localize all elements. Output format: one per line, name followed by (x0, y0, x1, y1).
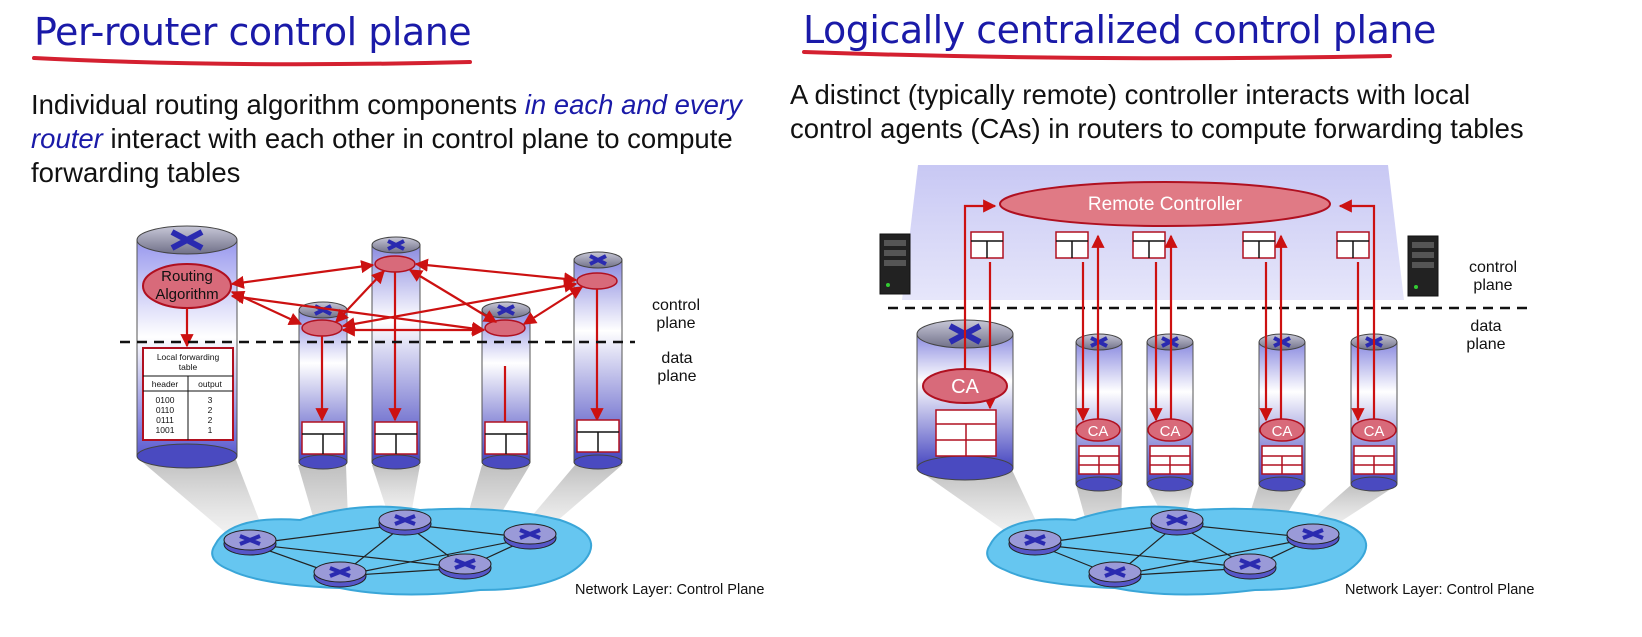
router-2-algo (301, 319, 343, 337)
ca-label: CA (1364, 423, 1385, 440)
table-cell: 2 (208, 415, 213, 425)
left-desc-part2: interact with each other in control plan… (31, 123, 733, 188)
right-control-tables (970, 231, 1370, 259)
left-desc-part1: Individual routing algorithm components (31, 89, 525, 120)
left-title: Per-router control plane (34, 10, 472, 54)
ca-main-label: CA (951, 376, 979, 398)
left-desc-highlight: in each and every router (31, 89, 742, 154)
ca-label: CA (1272, 423, 1293, 440)
right-data-label-2: plane (1466, 336, 1505, 353)
right-title-underline (802, 50, 1392, 61)
server-icon (1407, 235, 1439, 297)
left-title-underline (32, 56, 472, 67)
small-ca-ellipses (1075, 418, 1397, 442)
left-description: Individual routing algorithm components … (31, 88, 771, 190)
table-header-col2: output (198, 379, 222, 389)
table-cell: 1 (208, 425, 213, 435)
table-cell: 0100 (156, 395, 175, 405)
ca-main (922, 368, 1008, 404)
right-data-tables (935, 409, 1395, 475)
remote-controller (999, 181, 1331, 227)
left-small-tables (301, 419, 620, 455)
left-data-label-2: plane (657, 368, 696, 385)
left-control-arrows (180, 258, 604, 454)
routing-algorithm-line1: Routing (161, 268, 213, 285)
table-title-line1: Local forwarding (157, 352, 220, 362)
router-5-algo (576, 272, 618, 290)
left-control-label-2: plane (656, 315, 695, 332)
left-data-label-1: data (661, 350, 692, 367)
left-network-cloud (211, 505, 593, 596)
table-cell: 2 (208, 405, 213, 415)
right-control-label-2: plane (1473, 277, 1512, 294)
right-control-label-1: control (1469, 259, 1517, 276)
left-control-label-1: control (652, 297, 700, 314)
right-title: Logically centralized control plane (803, 8, 1436, 52)
table-header-col1: header (152, 379, 179, 389)
right-network-cloud (986, 505, 1368, 596)
right-data-label-1: data (1470, 318, 1501, 335)
ca-label: CA (1160, 423, 1181, 440)
table-cell: 3 (208, 395, 213, 405)
server-icon (879, 233, 911, 295)
right-description: A distinct (typically remote) controller… (790, 79, 1524, 144)
remote-controller-label: Remote Controller (1088, 194, 1243, 215)
table-title-line2: table (179, 362, 198, 372)
right-control-arrows (963, 199, 1376, 422)
table-cell: 1001 (156, 425, 175, 435)
local-forwarding-table: Local forwarding table header output 010… (142, 347, 234, 441)
table-cell: 0111 (156, 415, 174, 425)
right-footer: Network Layer: Control Plane (1345, 582, 1535, 598)
router-4-algo (484, 319, 526, 337)
router-3-algo (374, 255, 416, 273)
routing-algorithm-line2: Algorithm (155, 286, 218, 303)
ca-label: CA (1088, 423, 1109, 440)
left-footer: Network Layer: Control Plane (575, 582, 765, 598)
table-cell: 0110 (156, 405, 175, 415)
